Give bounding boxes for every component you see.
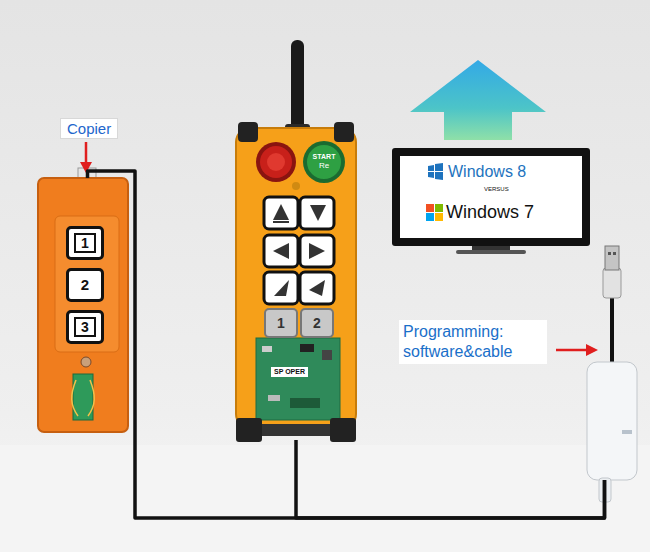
- button-label: 1: [277, 315, 285, 331]
- upgrade-arrow: [410, 60, 546, 140]
- remote-transmitter-part: [262, 346, 272, 352]
- callout-label: Programming: software&cable: [399, 320, 547, 364]
- usb-programming-cable: Programming: software&cable: [587, 362, 637, 480]
- remote-transmitter-part: [262, 424, 330, 436]
- usb-cable-part: [622, 430, 632, 434]
- button-label: START: [313, 153, 336, 161]
- button-label: 2: [81, 276, 89, 293]
- remote-transmitter-part: [256, 142, 296, 182]
- os-name: Windows 8: [448, 163, 526, 181]
- button-label: 2: [313, 315, 321, 331]
- usb-cable-part: [605, 246, 619, 270]
- remote-transmitter-part: [267, 153, 285, 171]
- usb-cable: [587, 246, 637, 502]
- upgrade-arrow-part: [410, 60, 546, 140]
- remote-transmitter-part: [260, 146, 292, 178]
- usb-cable-part: [610, 296, 614, 364]
- remote-transmitter-part: [264, 272, 298, 304]
- copier-button: 3: [66, 310, 104, 344]
- remote-transmitter-part: [334, 122, 354, 142]
- copier-device-part: [55, 216, 119, 352]
- remote-transmitter-part: [236, 128, 356, 428]
- remote-button: 2: [300, 308, 334, 338]
- button-outline: [306, 144, 342, 180]
- remote-transmitter-part: [268, 395, 280, 401]
- usb-cable-part: [613, 252, 616, 255]
- monitor-part: [428, 172, 434, 178]
- monitor-part: [428, 165, 434, 171]
- monitor-part: [435, 204, 443, 212]
- remote-transmitter-part: [310, 205, 326, 221]
- usb-cable-part: [587, 362, 637, 480]
- remote-transmitter: SP OPER STARTRe 1 2: [236, 128, 356, 440]
- leader-arrow-part: [586, 344, 598, 356]
- remote-transmitter-part: [300, 344, 314, 352]
- leader-arrow: [556, 344, 598, 356]
- monitor: [392, 148, 590, 254]
- pcb-label: SP OPER: [271, 367, 308, 377]
- monitor-part: [426, 213, 434, 221]
- leader-arrow-part: [556, 349, 588, 352]
- button-label: 1: [74, 233, 96, 254]
- remote-transmitter-part: [290, 398, 320, 408]
- copier-button: 2: [66, 268, 104, 302]
- remote-transmitter-part: [300, 235, 334, 267]
- copier-device-part: [72, 380, 95, 416]
- remote-transmitter-part: [273, 204, 289, 220]
- remote-transmitter-part: [309, 243, 325, 259]
- remote-transmitter-part: [309, 280, 325, 296]
- remote-transmitter-part: [300, 197, 334, 229]
- remote-transmitter-part: [330, 418, 356, 442]
- remote-transmitter-part: [274, 280, 289, 296]
- button-label: 3: [74, 317, 96, 338]
- note: VERSUS: [484, 186, 509, 193]
- remote-transmitter-part: [292, 182, 300, 190]
- cable-wire: [88, 171, 605, 518]
- remote-transmitter-part: [291, 40, 304, 136]
- monitor-part: [435, 163, 443, 171]
- os-name: Windows 7: [446, 202, 534, 223]
- monitor-part: [426, 204, 434, 212]
- remote-transmitter-part: [238, 122, 258, 142]
- remote-transmitter-part: [322, 350, 332, 360]
- background-part: [0, 445, 650, 552]
- remote-transmitter-part: [236, 418, 262, 442]
- leader-arrow: [80, 142, 92, 173]
- usb-cable-part: [608, 252, 611, 255]
- remote-transmitter-part: [300, 272, 334, 304]
- monitor-part: [400, 156, 582, 238]
- remote-transmitter-part: [256, 338, 340, 420]
- leader-arrow-part: [85, 142, 88, 164]
- remote-transmitter-part: [303, 141, 345, 183]
- copier-device-part: [81, 357, 91, 367]
- start-button: STARTRe: [304, 142, 344, 182]
- monitor-part: [435, 172, 443, 180]
- remote-transmitter-part: [273, 221, 289, 223]
- monitor-part: [456, 250, 526, 254]
- copier-device-part: [38, 178, 128, 432]
- remote-transmitter-part: [273, 243, 289, 259]
- monitor-part: [392, 148, 590, 246]
- remote-transmitter: [236, 40, 356, 442]
- remote-transmitter-part: [264, 197, 298, 229]
- callout-label: Copier: [60, 118, 118, 139]
- button-label: Re: [319, 161, 329, 170]
- copier-body: Copier123: [38, 178, 128, 432]
- copier-button: 1: [66, 226, 104, 260]
- copier-device: [38, 168, 128, 432]
- monitor-screen: Windows 8 VERSUS Windows 7: [400, 156, 582, 238]
- remote-transmitter-part: [264, 235, 298, 267]
- remote-button: 1: [264, 308, 298, 338]
- cable-wire: [296, 440, 605, 518]
- usb-cable-part: [603, 268, 621, 298]
- monitor-part: [435, 213, 443, 221]
